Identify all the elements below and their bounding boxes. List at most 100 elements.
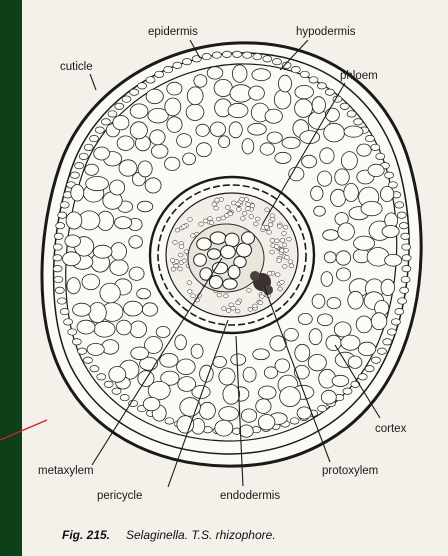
- epidermis-cell: [72, 339, 81, 345]
- cortex-cell: [94, 147, 110, 160]
- epidermis-cell: [146, 77, 155, 83]
- cortex-cell: [85, 164, 99, 175]
- epidermis-cell: [155, 71, 164, 77]
- phloem-cell: [246, 207, 251, 211]
- cortex-cell: [334, 322, 351, 337]
- phloem-cell: [236, 301, 241, 305]
- label-epidermis: epidermis: [148, 26, 198, 38]
- cortex-cell: [356, 316, 372, 333]
- cortex-cell: [65, 235, 81, 247]
- epidermis-cell: [56, 223, 65, 229]
- cortex-cell: [357, 144, 371, 156]
- cortex-cell: [258, 415, 275, 430]
- cortex-cell: [256, 399, 271, 414]
- cortex-cell: [167, 82, 182, 95]
- epidermis-cell: [222, 51, 231, 57]
- epidermis-cell: [64, 319, 73, 325]
- cortex-cell: [145, 178, 161, 193]
- phloem-cell: [203, 219, 208, 223]
- phloem-cell: [252, 304, 257, 308]
- cortex-cell: [361, 201, 382, 215]
- phloem-cell: [274, 239, 279, 243]
- cortex-cell: [326, 335, 341, 350]
- cortex-cell: [67, 278, 80, 294]
- phloem-cell: [199, 222, 204, 226]
- epidermis-cell: [70, 172, 79, 178]
- cortex-cell: [336, 268, 350, 281]
- cortex-cell: [295, 344, 310, 361]
- cortex-cell: [344, 126, 363, 137]
- cortex-cell: [358, 342, 376, 355]
- phloem-cell: [221, 216, 226, 220]
- epidermis-cell: [300, 71, 309, 77]
- cortex-cell: [177, 416, 194, 433]
- epidermis-cell: [120, 394, 129, 400]
- cortex-cell: [111, 243, 127, 261]
- cortex-cell: [156, 326, 170, 337]
- epidermis-cell: [60, 308, 69, 314]
- phloem-cell: [267, 271, 272, 275]
- cortex-cell: [297, 407, 311, 419]
- epidermis-cell: [395, 202, 404, 208]
- epidermis-cell: [263, 56, 272, 62]
- epidermis-cell: [395, 308, 404, 314]
- cortex-cell: [280, 387, 301, 407]
- phloem-cell: [282, 232, 287, 236]
- cortex-cell: [317, 314, 332, 326]
- epidermis-cell: [84, 144, 93, 150]
- cortex-cell: [130, 104, 148, 118]
- epidermis-cell: [402, 244, 411, 250]
- phloem-cell: [248, 307, 253, 311]
- cortex-cell: [312, 97, 325, 114]
- epidermis-cell: [391, 319, 400, 325]
- epidermis-cell: [130, 89, 139, 95]
- label-endodermis: endodermis: [220, 490, 280, 502]
- cortex-cell: [214, 79, 232, 96]
- phloem-cell: [277, 224, 282, 228]
- phloem-cell: [240, 217, 245, 221]
- cortex-cell: [115, 217, 132, 229]
- phloem-cell: [244, 198, 249, 202]
- epidermis-cell: [385, 172, 394, 178]
- cortex-cell: [109, 367, 126, 383]
- phloem-cell: [179, 245, 184, 249]
- epidermis-cell: [78, 348, 87, 354]
- label-pericycle: pericycle: [97, 490, 142, 502]
- phloem-cell: [187, 281, 192, 285]
- cortex-cell: [341, 335, 360, 350]
- epidermis-cell: [233, 51, 242, 57]
- phloem-cell: [246, 202, 251, 206]
- phloem-cell: [212, 202, 217, 206]
- cortex-cell: [348, 356, 362, 368]
- cortex-cell: [77, 320, 95, 334]
- epidermis-cell: [101, 119, 110, 125]
- epidermis-cell: [55, 287, 64, 293]
- epidermis-cell: [358, 374, 367, 380]
- cortex-cell: [66, 212, 82, 229]
- epidermis-cell: [90, 366, 99, 372]
- cortex-cell: [354, 236, 375, 250]
- epidermis-cell: [54, 233, 63, 239]
- phloem-cell: [277, 259, 282, 263]
- cortex-cell: [274, 90, 291, 109]
- cortex-cell: [242, 139, 254, 154]
- cortex-cell: [341, 152, 357, 170]
- epidermis-cell: [68, 329, 77, 335]
- cortex-cell: [231, 354, 246, 365]
- cortex-cell: [289, 167, 304, 181]
- phloem-cell: [236, 202, 241, 206]
- cortex-cell: [302, 155, 317, 168]
- phloem-cell: [287, 237, 292, 241]
- cortex-cell: [71, 185, 84, 202]
- epidermis-cell: [75, 163, 84, 169]
- epidermis-cell: [398, 298, 407, 304]
- phloem-cell: [289, 264, 294, 268]
- cortex-cell: [219, 368, 235, 385]
- epidermis-cell: [383, 339, 392, 345]
- cortex-cell: [311, 186, 323, 200]
- cortex-cell: [228, 103, 248, 117]
- leader-cuticle: [90, 74, 96, 90]
- cortex-cell: [259, 386, 277, 399]
- cortex-cell: [178, 377, 196, 392]
